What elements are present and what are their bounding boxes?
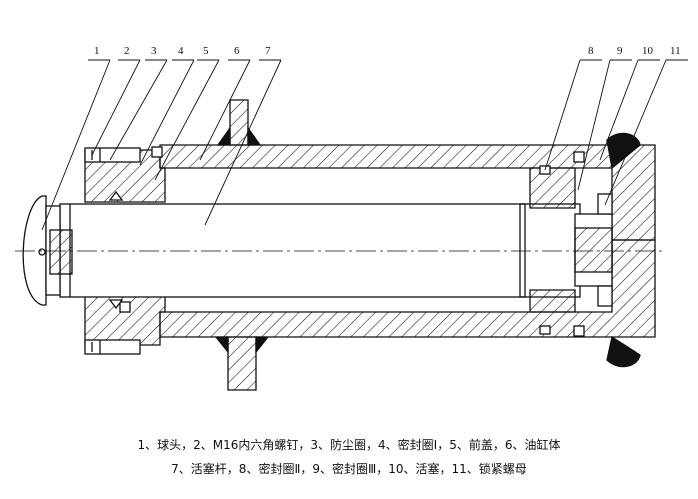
callout-3: 3 <box>151 45 157 57</box>
callout-6: 6 <box>234 45 240 57</box>
screw-bottom <box>84 339 141 355</box>
callout-1: 1 <box>94 45 100 57</box>
callout-9: 9 <box>617 45 623 57</box>
piston-bottom <box>529 289 576 313</box>
flange-weld-top-right <box>247 125 262 146</box>
callout-5: 5 <box>203 45 209 57</box>
lock-nut-washer-bottom <box>597 285 613 307</box>
seal-ii-bottom <box>539 325 551 335</box>
dust-seal-top <box>151 146 163 158</box>
legend-line-1: 1、球头，2、M16内六角螺钉，3、防尘圈，4、密封圈Ⅰ，5、前盖，6、油缸体 <box>137 438 561 452</box>
seal-i-bottom <box>108 299 124 310</box>
callout-2: 2 <box>124 45 130 57</box>
seal-iii-bottom <box>573 325 585 337</box>
callout-10: 10 <box>642 45 654 57</box>
ball-head-center <box>38 248 46 256</box>
flange-weld-bottom-right <box>255 336 270 354</box>
callout-4: 4 <box>178 45 184 57</box>
end-seal-bottom <box>606 335 641 368</box>
dust-seal-bottom <box>119 301 131 313</box>
piston-rod <box>59 203 526 298</box>
callout-8: 8 <box>588 45 594 57</box>
ball-head-socket <box>49 229 73 275</box>
callout-11: 11 <box>670 45 681 57</box>
flange-weld-top-left <box>216 125 231 146</box>
seal-i-top <box>108 190 124 201</box>
callout-7: 7 <box>265 45 271 57</box>
mounting-flange-bottom <box>227 336 257 391</box>
ball-head <box>22 195 47 306</box>
legend-line-2: 7、活塞杆，8、密封圈Ⅱ，9、密封圈Ⅲ，10、活塞，11、锁紧螺母 <box>171 462 527 476</box>
piston-top <box>529 167 576 209</box>
seal-iii-top <box>573 151 585 163</box>
leader-lines <box>41 59 688 231</box>
flange-weld-bottom-left <box>214 336 229 354</box>
